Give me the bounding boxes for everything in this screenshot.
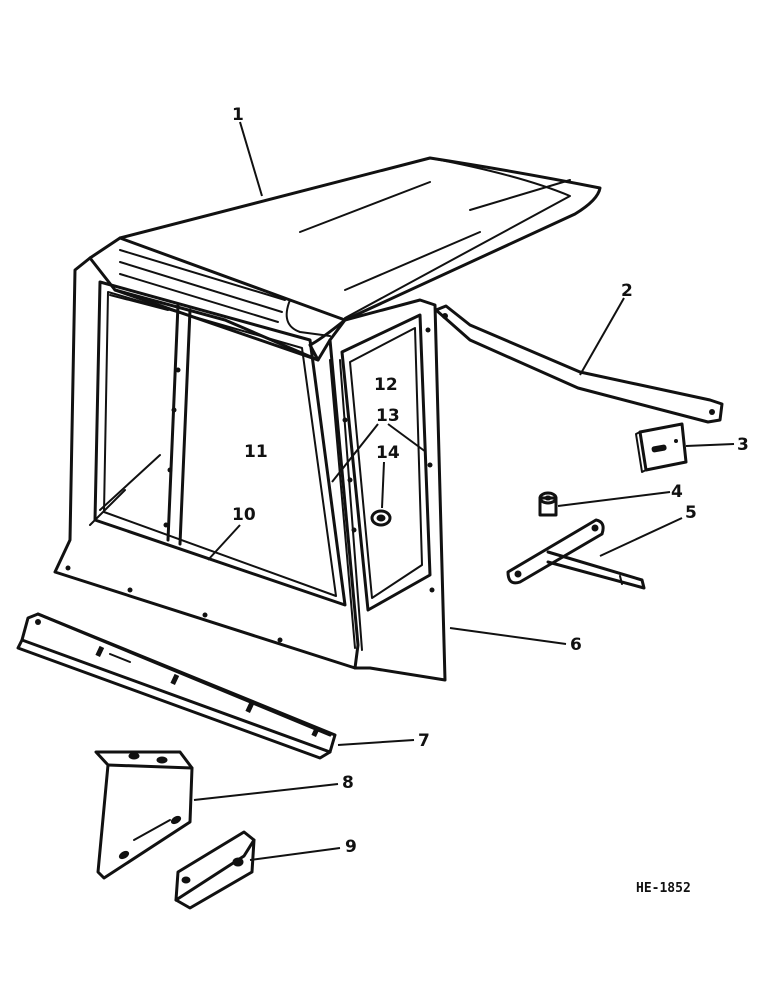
callout-1: 1 — [232, 105, 244, 125]
angle-rail — [16, 612, 337, 760]
leader-lines — [193, 121, 735, 861]
bracket-plate — [635, 422, 688, 473]
callout-3: 3 — [737, 435, 749, 455]
callout-12: 12 — [374, 375, 398, 395]
callout-9: 9 — [345, 837, 357, 857]
callout-2: 2 — [621, 281, 633, 301]
callout-6: 6 — [570, 635, 582, 655]
callout-labels: 1 2 3 4 5 6 7 8 9 10 11 12 13 14 — [232, 105, 749, 857]
grommet — [370, 509, 392, 527]
roof-canopy — [88, 156, 602, 362]
side-panel — [328, 298, 447, 682]
callout-11: 11 — [244, 442, 268, 462]
callout-14: 14 — [376, 443, 400, 463]
drawing-code: HE-1852 — [636, 881, 691, 896]
small-angle — [174, 830, 256, 910]
front-frame — [53, 256, 360, 670]
brace-rod — [434, 304, 724, 424]
angle-bracket — [94, 750, 194, 880]
callout-8: 8 — [342, 773, 354, 793]
callout-10: 10 — [232, 505, 256, 525]
arm-with-pin — [506, 518, 646, 590]
callout-5: 5 — [685, 503, 697, 523]
callout-7: 7 — [418, 731, 430, 751]
callout-4: 4 — [671, 482, 683, 502]
callout-13: 13 — [376, 406, 400, 426]
spacer-bushing — [538, 491, 558, 517]
